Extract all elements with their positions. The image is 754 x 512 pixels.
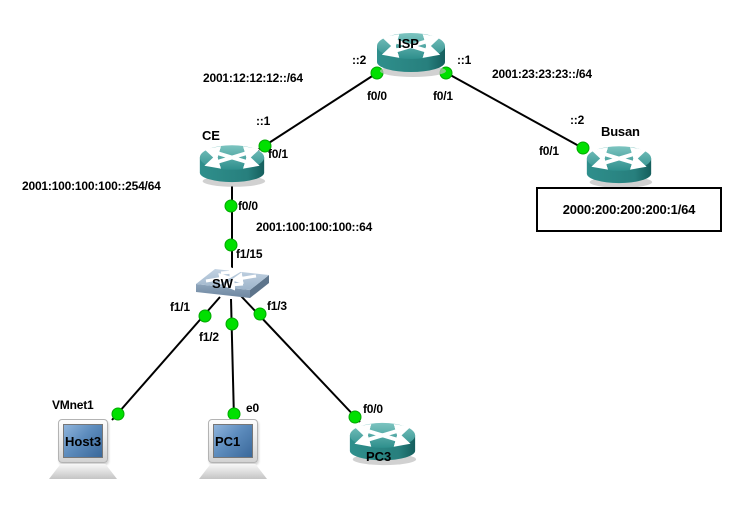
status-dot-sw-f1-1 — [198, 309, 212, 323]
status-dot-ce-f0-1 — [258, 139, 272, 153]
router-icon — [199, 145, 266, 187]
pc-base-icon — [199, 464, 267, 479]
status-dot-ce-f0-0 — [224, 199, 238, 213]
status-dot-pc3-f0-0 — [348, 410, 362, 424]
annotation-ce-lan-prefix: 2001:100:100:100::254/64 — [22, 179, 161, 193]
host-pc1[interactable]: PC1 — [199, 417, 269, 483]
address-label-isp-right: ::1 — [457, 53, 472, 67]
router-ce[interactable] — [197, 142, 267, 190]
status-dot-host3 — [111, 407, 125, 421]
network-label-isp-ce: 2001:12:12:12::/64 — [203, 71, 303, 85]
status-dot-sw-f1-2 — [225, 317, 239, 331]
interface-label-ce-f0-1: f0/1 — [268, 147, 288, 161]
busan-note-box: 2000:200:200:200:1/64 — [536, 187, 722, 232]
interface-label-isp-f0-0: f0/0 — [367, 89, 387, 103]
device-label-pc3: PC3 — [366, 449, 392, 464]
interface-label-isp-f0-1: f0/1 — [433, 89, 453, 103]
adapter-label-host3-vmnet1: VMnet1 — [52, 398, 94, 412]
router-icon — [349, 422, 417, 466]
device-label-pc1: PC1 — [215, 433, 241, 449]
router-icon — [586, 146, 653, 188]
link-isp-busan[interactable] — [442, 70, 589, 152]
address-label-ce: ::1 — [256, 114, 271, 128]
pc-base-icon — [49, 464, 117, 479]
switch-sw[interactable]: SW — [194, 265, 270, 299]
router-icon — [377, 33, 446, 77]
interface-label-ce-f0-0: f0/0 — [238, 199, 258, 213]
interface-label-sw-f1-15: f1/15 — [236, 247, 263, 261]
device-label-ce: CE — [202, 128, 220, 143]
interface-label-sw-f1-1: f1/1 — [170, 300, 190, 314]
interface-label-pc3-f0-0: f0/0 — [363, 402, 383, 416]
interface-label-sw-f1-2: f1/2 — [199, 330, 219, 344]
busan-note-text: 2000:200:200:200:1/64 — [562, 202, 696, 217]
network-label-isp-busan: 2001:23:23:23::/64 — [492, 67, 592, 81]
status-dot-busan-f0-1 — [576, 141, 590, 155]
address-label-isp-left: ::2 — [352, 53, 367, 67]
monitor-icon: Host3 — [58, 419, 108, 463]
router-pc3[interactable]: PC3 — [347, 419, 418, 469]
screen: PC1 — [213, 424, 253, 458]
interface-label-busan-f0-1: f0/1 — [539, 144, 559, 158]
host-host3[interactable]: Host3 — [49, 417, 119, 483]
status-dot-sw-f1-15 — [224, 238, 238, 252]
monitor-icon: PC1 — [208, 419, 258, 463]
interface-label-pc1-e0: e0 — [246, 401, 259, 415]
device-label-host3: Host3 — [65, 433, 102, 449]
router-isp[interactable]: ISP — [374, 31, 448, 79]
address-label-busan: ::2 — [570, 113, 585, 127]
screen: Host3 — [63, 424, 103, 458]
link-sw-pc1[interactable] — [230, 298, 235, 420]
link-isp-ce[interactable] — [257, 70, 381, 151]
network-label-ce-lan: 2001:100:100:100::64 — [256, 220, 373, 234]
switch-icon — [196, 266, 269, 298]
interface-label-sw-f1-3: f1/3 — [267, 299, 287, 313]
device-label-isp: ISP — [398, 36, 419, 51]
device-label-sw: SW — [212, 276, 233, 291]
status-dot-sw-f1-3 — [253, 307, 267, 321]
device-label-busan: Busan — [601, 124, 640, 139]
router-busan[interactable] — [584, 144, 654, 190]
